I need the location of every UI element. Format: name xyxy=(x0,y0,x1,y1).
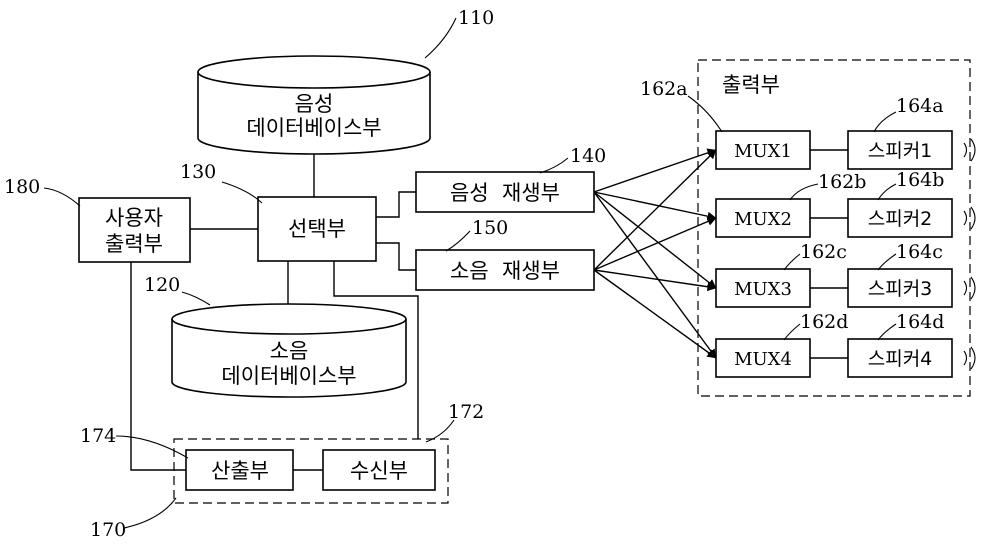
mux-label-2: MUX2 xyxy=(734,209,792,230)
speaker-ref-2: 164b xyxy=(896,169,944,191)
mux-leader-3 xyxy=(783,253,801,271)
voice-database-leader xyxy=(424,17,457,59)
selector-box xyxy=(257,196,377,262)
mux-leader-2 xyxy=(789,183,819,201)
speaker-box-4 xyxy=(847,338,953,378)
noise-player-label: 소음 재생부 xyxy=(450,259,560,283)
speaker-leader-2 xyxy=(877,183,897,201)
sound-wave-icon xyxy=(963,138,976,370)
player-mux-arrows xyxy=(593,148,717,359)
speaker-label-1: 스피커1 xyxy=(868,140,933,162)
mux-leader-1 xyxy=(687,95,723,133)
speaker-leader-4 xyxy=(877,323,897,341)
receiver-box xyxy=(322,449,436,491)
voice-player-label: 음성 재생부 xyxy=(450,181,560,205)
mux-speaker-links xyxy=(810,149,848,359)
user-output-leader xyxy=(43,187,81,207)
mux-ref-1: 162a xyxy=(640,78,688,100)
calculator-label: 산출부 xyxy=(211,459,269,483)
selector-ref: 130 xyxy=(180,161,216,183)
mux-ref-3: 162c xyxy=(800,241,847,263)
mux-label-4: MUX4 xyxy=(734,349,792,370)
noise-player-ref: 150 xyxy=(472,217,508,239)
speaker-label-3: 스피커3 xyxy=(868,278,933,300)
sensing-group-box xyxy=(173,438,449,504)
mux-ref-2: 162b xyxy=(818,171,866,193)
user-output-box xyxy=(78,197,191,263)
speaker-leader-3 xyxy=(877,253,897,271)
speaker-ref-1: 164a xyxy=(896,95,944,117)
voice-player-box xyxy=(415,171,595,213)
output-unit-label: 출력부 xyxy=(722,73,780,97)
mux-box-1 xyxy=(715,130,811,170)
sensing-group-ref: 170 xyxy=(90,519,126,541)
receiver-leader xyxy=(425,419,455,443)
selector-leader xyxy=(221,181,263,204)
noise-database-leader xyxy=(181,291,211,306)
noise-database-label-2: 데이터베이스부 xyxy=(221,364,356,388)
speaker-ref-3: 164c xyxy=(896,241,943,263)
noise-player-leader xyxy=(445,230,471,252)
calculator-ref: 174 xyxy=(80,425,116,447)
receiver-label: 수신부 xyxy=(350,459,408,483)
mux-label-1: MUX1 xyxy=(734,141,792,162)
noise-database-label-1: 소음 xyxy=(270,339,309,363)
mux-label-3: MUX3 xyxy=(734,279,792,300)
mux-leader-4 xyxy=(783,323,801,341)
voice-database-ref: 110 xyxy=(458,7,494,29)
receiver-ref: 172 xyxy=(448,401,484,423)
user-output-ref: 180 xyxy=(4,176,40,198)
speaker-box-3 xyxy=(847,268,953,308)
noise-database: 소음 데이터베이스부 xyxy=(171,303,407,398)
voice-database: 음성 데이터베이스부 xyxy=(197,55,431,155)
calculator-box xyxy=(185,449,294,491)
mux-box-3 xyxy=(715,268,811,308)
speaker-box-2 xyxy=(847,198,953,238)
speaker-label-2: 스피커2 xyxy=(868,208,933,230)
mux-ref-4: 162d xyxy=(800,311,848,333)
user-output-label-2: 출력부 xyxy=(105,232,163,256)
voice-database-label-2: 데이터베이스부 xyxy=(246,116,381,140)
connectors xyxy=(130,154,419,471)
user-output-label-1: 사용자 xyxy=(105,206,163,230)
voice-player-leader xyxy=(539,157,569,174)
voice-database-label-1: 음성 xyxy=(295,92,334,116)
voice-player-ref: 140 xyxy=(570,145,606,167)
calculator-leader xyxy=(115,435,189,459)
noise-database-ref: 120 xyxy=(144,274,180,296)
output-unit-box xyxy=(697,59,971,397)
sensing-group-leader xyxy=(123,497,177,529)
speaker-ref-4: 164d xyxy=(896,311,944,333)
selector-label: 선택부 xyxy=(288,217,346,241)
speaker-leader-1 xyxy=(873,111,897,133)
speaker-label-4: 스피커4 xyxy=(868,348,933,370)
